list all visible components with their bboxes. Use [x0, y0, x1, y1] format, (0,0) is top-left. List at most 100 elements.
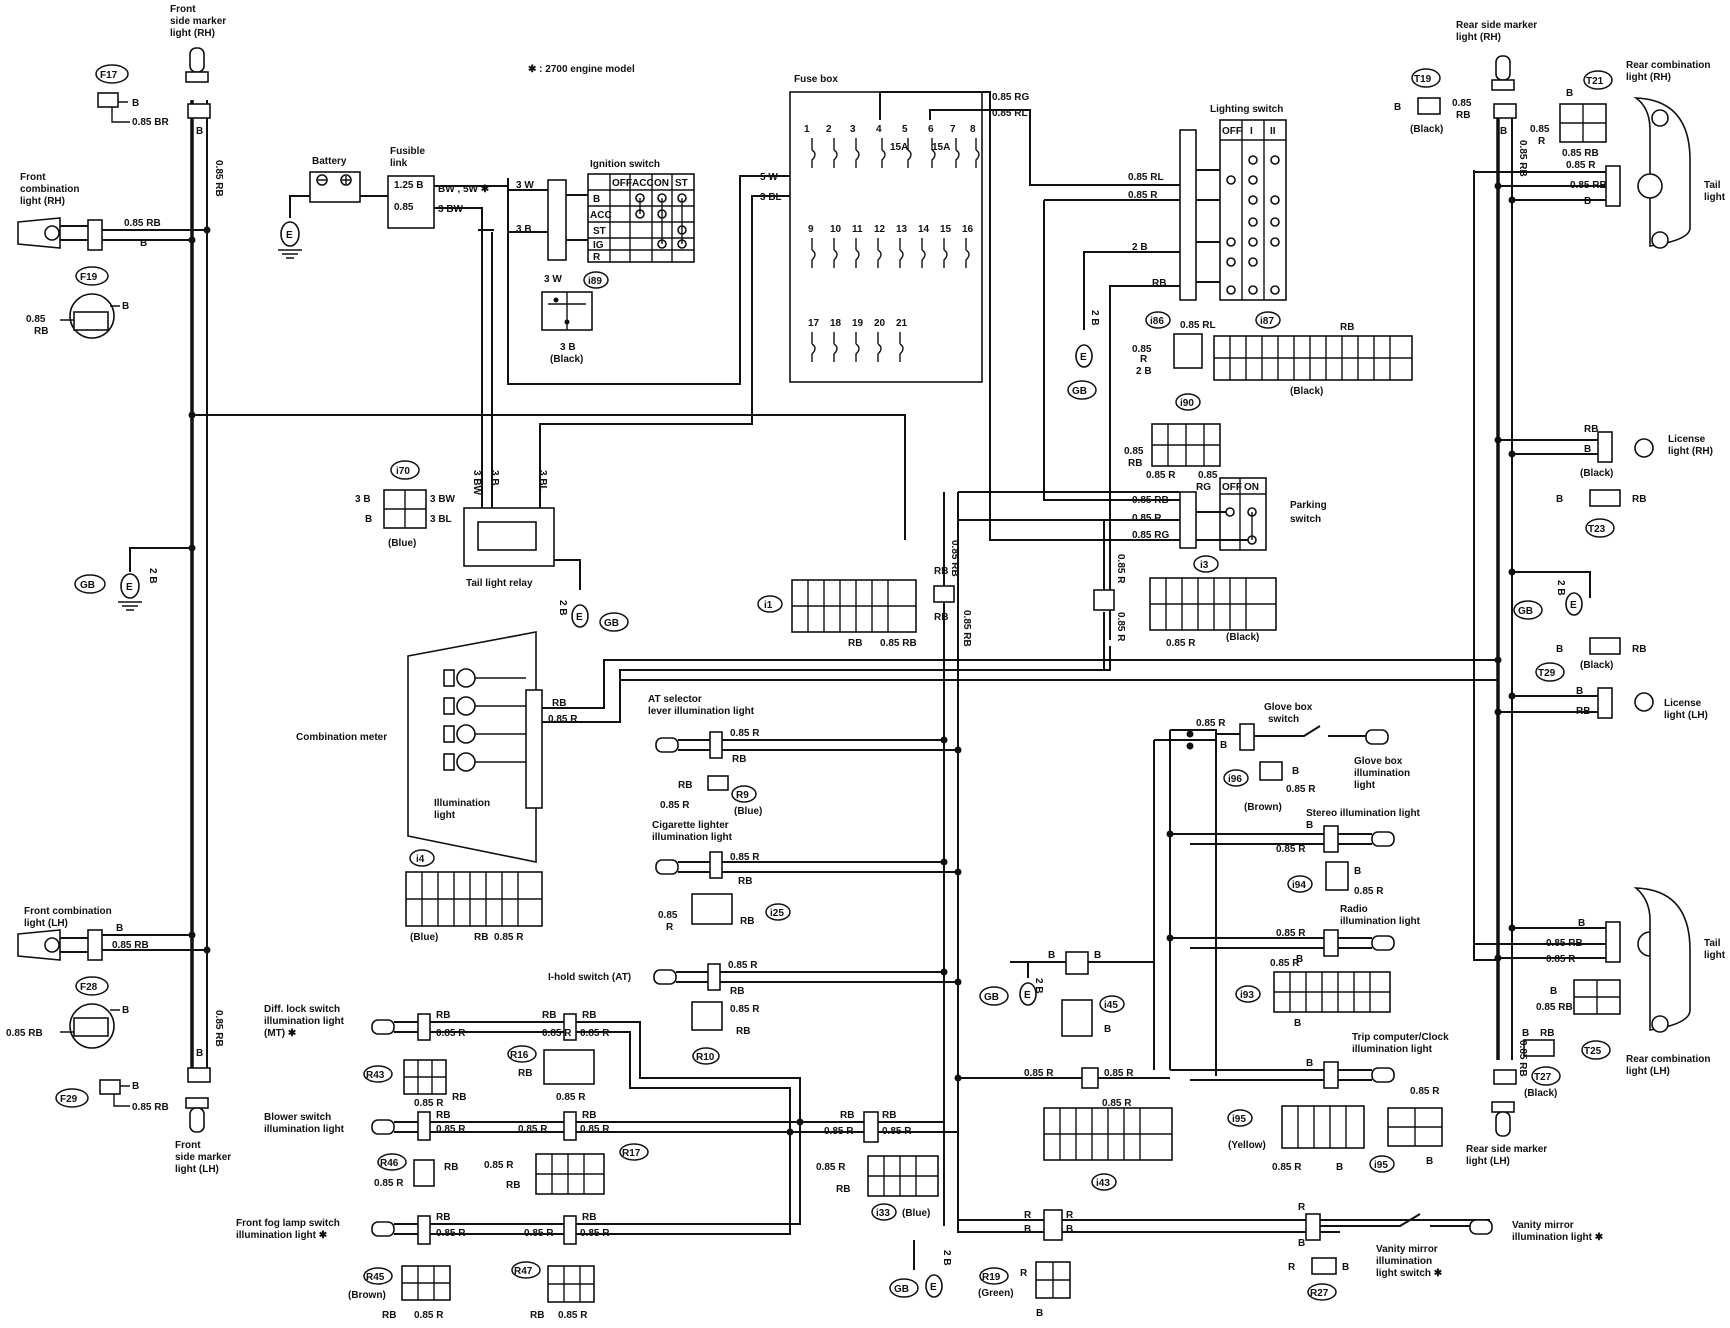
- svg-text:3 BL: 3 BL: [430, 514, 452, 525]
- svg-text:light (LH): light (LH): [1466, 1156, 1510, 1167]
- svg-text:F19: F19: [80, 272, 98, 283]
- svg-text:(Brown): (Brown): [1244, 802, 1282, 813]
- svg-text:RB: RB: [1576, 706, 1590, 717]
- svg-text:B: B: [132, 1081, 139, 1092]
- svg-text:RG: RG: [1196, 482, 1211, 493]
- svg-text:R45: R45: [366, 1272, 385, 1283]
- svg-text:0.85 RB: 0.85 RB: [213, 1010, 224, 1047]
- connector-T21: T21 B 0.85 R 0.85 RB: [1530, 70, 1613, 159]
- svg-text:side marker: side marker: [170, 16, 226, 27]
- connector-i1: i1 RB 0.85 RB: [757, 579, 917, 649]
- svg-text:F29: F29: [60, 1094, 78, 1105]
- fuse-glyph-row3-18: [833, 332, 838, 362]
- svg-text:RB: RB: [444, 1162, 458, 1173]
- svg-text:3 B: 3 B: [355, 494, 371, 505]
- meter-bulb-socket-2: [443, 697, 455, 715]
- svg-text:Front fog lamp switch: Front fog lamp switch: [236, 1218, 340, 1229]
- meter-bulb-3: [456, 724, 476, 744]
- svg-text:i96: i96: [1228, 774, 1242, 785]
- svg-text:Front: Front: [170, 4, 196, 15]
- svg-text:R: R: [666, 922, 674, 933]
- svg-text:1.25 B: 1.25 B: [394, 180, 423, 191]
- svg-text:Vanity mirror: Vanity mirror: [1512, 1220, 1574, 1231]
- connector-R46: R46 RB 0.85 R: [374, 1153, 458, 1189]
- svg-text:II: II: [1270, 126, 1276, 137]
- svg-text:0.85 R: 0.85 R: [1146, 470, 1176, 481]
- cigarette-lighter-light: Cigarette lighter illumination light 0.8…: [652, 820, 958, 887]
- svg-text:License: License: [1664, 698, 1702, 709]
- svg-text:Battery: Battery: [312, 156, 347, 167]
- svg-text:R: R: [1024, 1210, 1032, 1221]
- svg-text:RB: RB: [506, 1180, 520, 1191]
- svg-text:ST: ST: [675, 178, 688, 189]
- svg-text:13: 13: [896, 224, 908, 235]
- svg-text:R46: R46: [380, 1158, 399, 1169]
- meter-bulb-socket-4: [443, 753, 455, 771]
- svg-text:ON: ON: [1244, 482, 1259, 493]
- svg-text:RB: RB: [436, 1110, 450, 1121]
- svg-text:i93: i93: [1240, 990, 1254, 1001]
- svg-text:Combination meter: Combination meter: [296, 732, 387, 743]
- svg-text:19: 19: [852, 318, 864, 329]
- svg-text:B: B: [1036, 1308, 1043, 1319]
- svg-text:0.85 RL: 0.85 RL: [992, 108, 1028, 119]
- svg-text:0.85 R: 0.85 R: [816, 1162, 846, 1173]
- svg-text:0.85: 0.85: [1124, 446, 1144, 457]
- svg-text:9: 9: [808, 224, 814, 235]
- lighting-switch-node: [1270, 155, 1280, 165]
- svg-text:16: 16: [962, 224, 974, 235]
- svg-text:(Yellow): (Yellow): [1228, 1140, 1266, 1151]
- svg-text:0.85 R: 0.85 R: [730, 852, 760, 863]
- tail-light-relay: 3 BW 3 B 3 BL Tail light relay 2 B E GB: [463, 230, 629, 632]
- svg-text:T23: T23: [1588, 524, 1606, 535]
- stereo-illumination-light: Stereo illumination light B 0.85 R: [1170, 808, 1421, 855]
- svg-text:15: 15: [940, 224, 952, 235]
- svg-text:12: 12: [874, 224, 886, 235]
- svg-text:0.85: 0.85: [1452, 98, 1472, 109]
- svg-text:RB: RB: [934, 566, 948, 577]
- svg-text:0.85 R: 0.85 R: [1166, 638, 1196, 649]
- vanity-mirror-switch: R B Vanity mirror illumination light swi…: [1298, 1202, 1470, 1279]
- svg-text:0.85 R: 0.85 R: [484, 1160, 514, 1171]
- svg-text:B: B: [593, 194, 600, 205]
- meter-bulb-4: [456, 752, 476, 772]
- svg-text:light: light: [434, 810, 456, 821]
- svg-text:0.85 RB: 0.85 RB: [124, 218, 161, 229]
- fuse-glyph-row3-19: [855, 332, 860, 362]
- ground-gb-center: B B E 2 B GB: [979, 950, 1154, 1006]
- svg-text:(Blue): (Blue): [388, 538, 416, 549]
- svg-text:3 B: 3 B: [516, 224, 532, 235]
- svg-text:18: 18: [830, 318, 842, 329]
- license-light-lh: B RB License light (LH): [1460, 679, 1708, 721]
- svg-text:B: B: [1556, 494, 1563, 505]
- connector-i25: 0.85 R RB i25: [658, 893, 791, 933]
- svg-text:R: R: [1066, 1210, 1074, 1221]
- svg-text:2 B: 2 B: [1089, 310, 1100, 326]
- svg-text:OFF: OFF: [612, 178, 632, 189]
- svg-text:i95: i95: [1374, 1160, 1388, 1171]
- connector-i95-yellow: i95 (Yellow) 0.85 R B: [1227, 1105, 1365, 1173]
- svg-text:ACC: ACC: [590, 210, 612, 221]
- svg-text:R27: R27: [1310, 1288, 1329, 1299]
- radio-illumination-light: Radio illumination light 0.85 R B: [1170, 904, 1421, 965]
- svg-text:2 B: 2 B: [557, 600, 568, 616]
- fuse-glyph-row3-21: [899, 332, 904, 362]
- fuse-glyph-row1-2: [833, 138, 838, 168]
- svg-text:I: I: [1250, 126, 1253, 137]
- svg-text:lever illumination light: lever illumination light: [648, 706, 755, 717]
- svg-text:B: B: [1292, 766, 1299, 777]
- svg-text:15A: 15A: [890, 142, 908, 153]
- svg-text:B: B: [1578, 918, 1585, 929]
- svg-text:Glove box: Glove box: [1264, 702, 1313, 713]
- lighting-switch-node: [1248, 257, 1258, 267]
- svg-text:i3: i3: [1200, 560, 1209, 571]
- svg-text:(Black): (Black): [1580, 660, 1613, 671]
- connector-i33: 0.85 R RB i33 (Blue): [816, 1155, 939, 1221]
- svg-text:RB: RB: [1584, 424, 1598, 435]
- svg-text:0.85 R: 0.85 R: [1115, 554, 1126, 584]
- svg-text:light (RH): light (RH): [20, 196, 65, 207]
- svg-text:3: 3: [850, 124, 856, 135]
- svg-text:light (RH): light (RH): [1668, 446, 1713, 457]
- combination-meter: Combination meter Illumination light: [296, 631, 543, 863]
- svg-text:0.85: 0.85: [1132, 344, 1152, 355]
